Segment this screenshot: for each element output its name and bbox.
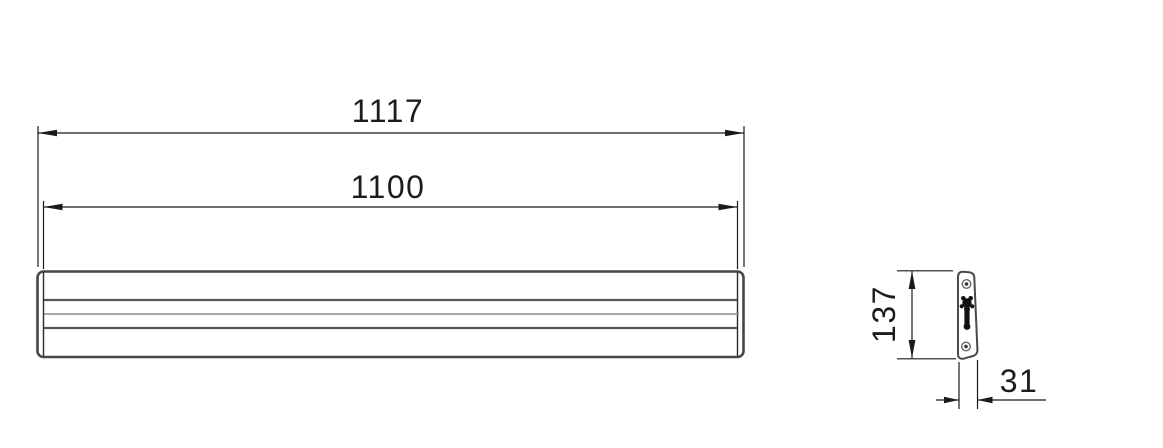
dim-label-overall-length: 1117 (351, 93, 425, 129)
dim-depth-arrow-right-icon (977, 396, 993, 404)
dim-overall-arrow-right-icon (725, 129, 744, 137)
dim-overall-length (37, 126, 745, 267)
dim-inner-length (42, 201, 739, 269)
dim-overall-arrow-left-icon (38, 129, 57, 137)
dim-side-depth (936, 360, 1046, 409)
dim-inner-arrow-right-icon (718, 203, 738, 211)
dim-depth-arrow-left-icon (944, 396, 959, 404)
front-view (36, 270, 745, 359)
screw-hole-bottom-icon (961, 341, 972, 352)
dim-label-inner-length: 1100 (350, 169, 426, 205)
screw-hole-top-icon (961, 279, 972, 290)
dim-height-arrow-bottom-icon (908, 340, 916, 358)
dim-side-height (897, 270, 956, 360)
side-view (957, 270, 979, 360)
mounting-clip-icon (959, 296, 975, 330)
dim-inner-arrow-left-icon (43, 203, 63, 211)
dim-label-side-height: 137 (866, 285, 902, 343)
dim-label-side-depth: 31 (999, 363, 1039, 399)
dim-height-arrow-top-icon (908, 271, 916, 289)
